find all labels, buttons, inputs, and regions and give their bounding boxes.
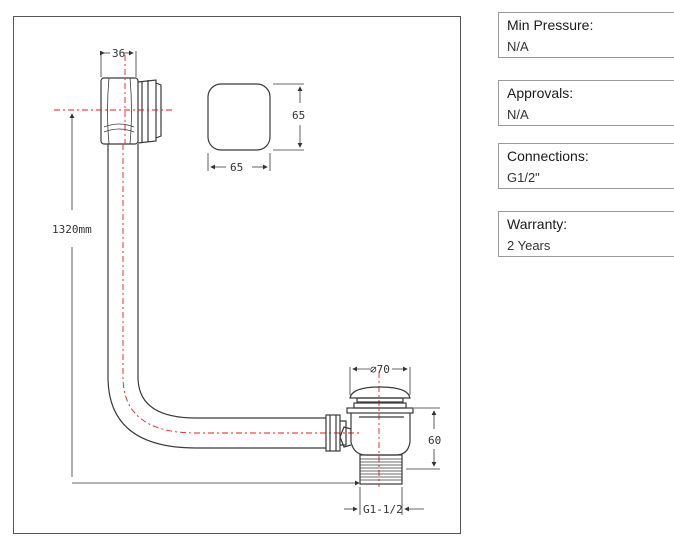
spec-connections: Connections: G1/2" bbox=[498, 143, 674, 189]
spec-value: N/A bbox=[507, 107, 529, 122]
waste-height-dimension bbox=[406, 407, 440, 470]
spec-label: Warranty: bbox=[507, 216, 568, 232]
spec-label: Approvals: bbox=[507, 85, 574, 101]
spec-min-pressure: Min Pressure: N/A bbox=[498, 12, 674, 58]
dim-length: 1320mm bbox=[52, 223, 92, 236]
waste-assembly bbox=[325, 366, 414, 485]
dim-thread: G1-1/2 bbox=[363, 503, 403, 516]
spec-approvals: Approvals: N/A bbox=[498, 80, 674, 126]
overflow-cover-plate bbox=[207, 83, 304, 171]
dim-top-width: 36 bbox=[112, 47, 125, 60]
centerlines bbox=[54, 55, 380, 487]
length-dimension bbox=[69, 113, 360, 486]
technical-drawing: 36 65 65 1320mm ⌀70 60 G1-1/2 bbox=[13, 16, 461, 534]
dim-waste-diameter: ⌀70 bbox=[370, 363, 390, 376]
spec-label: Connections: bbox=[507, 148, 589, 164]
spec-value: N/A bbox=[507, 39, 529, 54]
spec-value: 2 Years bbox=[507, 238, 551, 253]
bath-waste-drawing: 36 65 65 1320mm ⌀70 60 G1-1/2 bbox=[52, 47, 441, 516]
spec-label: Min Pressure: bbox=[507, 17, 594, 33]
thread-lines bbox=[360, 458, 402, 481]
dim-waste-height: 60 bbox=[428, 434, 441, 447]
spec-value: G1/2" bbox=[507, 170, 540, 185]
thread-dimension bbox=[344, 487, 424, 515]
dim-plate-width: 65 bbox=[230, 161, 243, 174]
dim-plate-height: 65 bbox=[292, 109, 305, 122]
overflow-assembly bbox=[100, 50, 162, 145]
overflow-pipe bbox=[107, 144, 326, 449]
spec-warranty: Warranty: 2 Years bbox=[498, 211, 674, 257]
